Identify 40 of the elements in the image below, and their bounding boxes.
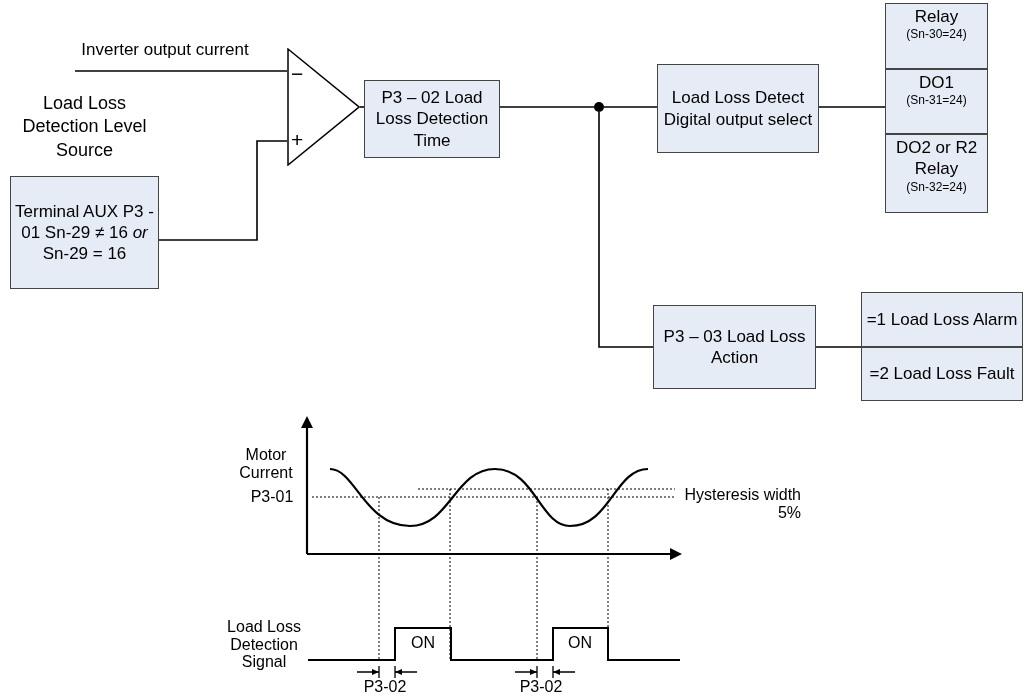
process-box [657,64,819,153]
axis-label: Motor Current [238,446,294,482]
connector-line [818,106,886,108]
process-box [861,292,1023,347]
box-text: DO1 [919,72,954,94]
connector-line [158,140,288,241]
connector-line [603,106,658,108]
box-text: DO2 or R2 Relay [894,137,979,180]
output-cell [885,3,988,69]
output-cell [885,134,988,213]
box-text: P3 – 02 Load Loss Detection Time [374,87,490,151]
connector-line [815,346,862,348]
box-heading: Load Loss Detection Level Source [21,92,148,162]
minus-sign: − [291,62,304,87]
time-label: P3-02 [362,678,408,696]
connector-line [74,70,288,72]
connector-line [598,111,654,348]
state-label: ON [410,634,436,652]
box-text: =2 Load Loss Fault [869,363,1015,385]
connector-line [359,106,365,108]
hysteresis-label: Hysteresis width 5% [683,486,801,522]
threshold-label: P3-01 [249,488,295,506]
box-text: P3 – 03 Load Loss Action [662,325,807,369]
process-box [364,80,500,158]
box-text: =1 Load Loss Alarm [866,308,1018,331]
parameter-note: (Sn-30=24) [906,27,967,42]
box-text: Load Loss Detect Digital output select [662,87,814,130]
plus-sign: + [291,128,304,153]
process-box [861,347,1023,401]
box-text: Relay [914,6,959,28]
time-label: P3-02 [518,678,564,696]
box-text: Terminal AUX P3 - 01 Sn-29 ≠ 16 or Sn-29 = 16 [15,200,154,265]
process-box [653,305,816,389]
parameter-note: (Sn-31=24) [906,93,967,108]
parameter-note: (Sn-32=24) [906,179,967,194]
signal-label: Inverter output current [50,40,280,60]
signal-label: Load Loss Detection Signal [226,618,302,671]
state-label: ON [567,634,593,652]
output-cell [885,69,988,134]
connector-line [499,106,595,108]
